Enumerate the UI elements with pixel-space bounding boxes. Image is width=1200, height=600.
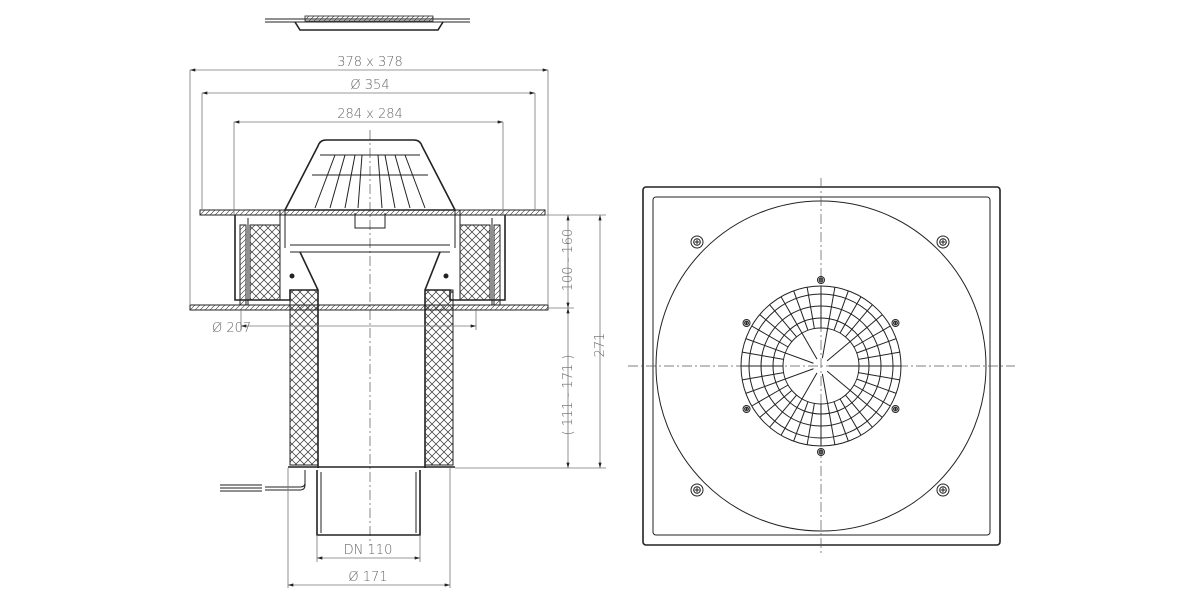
grate-rib	[833, 401, 849, 442]
grate-screw-icon	[742, 319, 751, 327]
grate-rib	[826, 370, 883, 418]
dim-flange-diameter: Ø 354	[350, 78, 389, 93]
dim-total-height: 271	[593, 333, 608, 358]
upper-flange	[199, 209, 546, 216]
grate-rib	[769, 304, 797, 338]
heating-cable	[265, 470, 306, 491]
grate-rib	[793, 401, 809, 442]
insulation-right	[424, 289, 454, 466]
grate-rib	[780, 372, 818, 436]
corner-screw-icon	[936, 483, 950, 497]
grate-screw-icon	[742, 405, 751, 413]
outlet-pipe	[316, 470, 421, 536]
top-profile-view	[265, 15, 470, 31]
grate-top-view	[740, 285, 902, 447]
grate-rib	[759, 390, 793, 418]
insulation-left-upper	[249, 224, 281, 301]
grate-rib	[769, 394, 797, 428]
dimensions: 378 x 378 Ø 354 284 x 284 Ø 207 100 - 16…	[189, 55, 608, 588]
section-view	[189, 130, 549, 545]
grate-rib	[826, 314, 883, 362]
dim-insulation-diameter: Ø 207	[212, 321, 251, 336]
grate-rib	[833, 290, 849, 331]
lower-flange	[189, 304, 549, 311]
grate-rib	[745, 338, 814, 364]
grate-rib	[745, 368, 814, 394]
grate-rib	[858, 372, 900, 381]
grate-rib	[858, 351, 900, 360]
grate-rib	[853, 325, 891, 348]
dim-outlet-nominal: DN 110	[344, 543, 393, 558]
grate-screw-icon	[891, 405, 900, 413]
corner-screw-icon	[936, 235, 950, 249]
grate-rib	[793, 290, 809, 331]
grate-rib	[856, 338, 897, 354]
plan-view	[628, 178, 1015, 555]
grate-rib	[751, 325, 789, 348]
grate-rib	[845, 304, 873, 338]
grate-rib	[742, 351, 784, 360]
grate-rib	[806, 403, 815, 445]
grate-screw-icon	[817, 276, 825, 284]
grate-rib	[845, 394, 873, 428]
grate-rib	[742, 372, 784, 381]
fixing-screws	[690, 235, 950, 497]
grate-rib	[821, 287, 836, 359]
dim-height-upper: 100 - 160	[561, 229, 576, 292]
grate-rib	[806, 287, 815, 329]
grate-rib	[780, 296, 818, 360]
dim-body-diameter: Ø 171	[348, 570, 387, 585]
dim-inner-plate: 284 x 284	[337, 107, 403, 122]
dim-outer-plate: 378 x 378	[337, 55, 403, 70]
dim-height-lower: ( 111 - 171 )	[561, 355, 576, 436]
grate-rib	[821, 373, 836, 445]
grate-rib	[839, 296, 862, 334]
insulation-right-upper	[459, 224, 491, 301]
grate-screw-icon	[891, 319, 900, 327]
grate-rib	[856, 378, 897, 394]
grate-rib	[759, 314, 793, 342]
grate-rib	[853, 384, 891, 407]
grate-screw-icon	[817, 448, 825, 456]
insulation-left	[289, 289, 319, 466]
corner-screw-icon	[690, 483, 704, 497]
grate-rib	[751, 384, 789, 407]
corner-screw-icon	[690, 235, 704, 249]
grate-rib	[839, 398, 862, 436]
